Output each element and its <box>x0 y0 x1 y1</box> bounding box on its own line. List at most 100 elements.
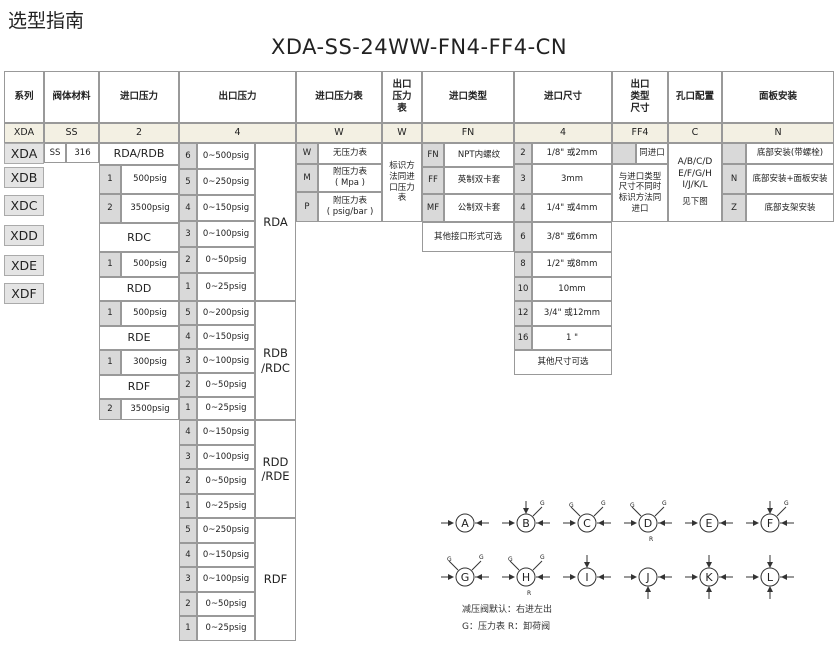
inlet-gauge-value: 附压力表 ( Mpa ) <box>318 164 382 192</box>
outlet-value: 0~500psig <box>197 143 255 169</box>
outlet-code: 4 <box>179 543 197 567</box>
outlet-code: 2 <box>179 373 197 397</box>
inlet-size-value: 3mm <box>532 164 612 194</box>
panel-mount-value: 底部支架安装 <box>746 194 834 222</box>
panel-mount-value: 底部安装(带螺栓) <box>746 143 834 164</box>
outlet-value: 0~150psig <box>197 420 255 445</box>
inlet-size-value: 1/4" 或4mm <box>532 194 612 222</box>
svg-text:G: G <box>662 500 667 507</box>
outlet-code: 2 <box>179 469 197 494</box>
code-outlet-type: FF4 <box>612 123 668 143</box>
model-code: XDA-SS-24WW-FN4-FF4-CN <box>270 35 568 59</box>
outlet-group-rdf: RDF <box>255 518 296 641</box>
series-item-xdf: XDF <box>4 283 44 304</box>
header-panel-mount: 面板安装 <box>722 71 834 123</box>
outlet-code: 2 <box>179 247 197 273</box>
port-symbol-l: L <box>746 555 794 599</box>
header-outlet-type-line-1: 出口 <box>630 79 650 91</box>
inlet-size-code: 6 <box>514 222 532 252</box>
outlet-value: 0~100psig <box>197 567 255 592</box>
outlet-code: 1 <box>179 494 197 518</box>
inlet-size-code: 10 <box>514 277 532 301</box>
outlet-value: 0~200psig <box>197 301 255 325</box>
panel-mount-code: Z <box>722 194 746 222</box>
inlet-size-code: 2 <box>514 143 532 164</box>
body-material-value: 316 <box>66 143 99 163</box>
svg-text:R: R <box>649 536 653 543</box>
outlet-group-rdd-line-1: RDD <box>262 454 289 469</box>
inlet-type-code: FN <box>422 143 444 167</box>
code-inlet-type: FN <box>422 123 514 143</box>
header-inlet-gauge: 进口压力表 <box>296 71 382 123</box>
port-letter-h: H <box>522 571 530 584</box>
outlet-group-rda: RDA <box>255 143 296 301</box>
inlet-code: 1 <box>99 165 121 194</box>
code-inlet-pressure: 2 <box>99 123 179 143</box>
inlet-code: 2 <box>99 194 121 223</box>
inlet-gauge-code: M <box>296 164 318 192</box>
inlet-group-rde: RDE <box>99 326 179 350</box>
port-letter-a: A <box>461 517 469 530</box>
svg-text:R: R <box>527 590 531 597</box>
series-item-xdb: XDB <box>4 167 44 188</box>
port-letter-i: I <box>585 571 588 584</box>
port-symbol-j: J <box>624 567 672 599</box>
outlet-code: 1 <box>179 397 197 420</box>
inlet-code: 1 <box>99 350 121 375</box>
outlet-value: 0~100psig <box>197 349 255 373</box>
outlet-type-swatch <box>612 143 636 164</box>
outlet-value: 0~25psig <box>197 616 255 641</box>
header-outlet-gauge-line-3: 表 <box>397 102 407 114</box>
panel-mount-code: N <box>722 164 746 194</box>
port-symbol-b: BG <box>502 500 550 533</box>
outlet-group-rdd: RDD /RDE <box>255 420 296 518</box>
inlet-type-code: FF <box>422 167 444 194</box>
outlet-code: 1 <box>179 616 197 641</box>
header-body-material: 阀体材料 <box>44 71 99 123</box>
inlet-size-code: 12 <box>514 301 532 326</box>
port-symbol-i: I <box>563 555 611 587</box>
outlet-type-note: 与进口类型 尺寸不同时 标识方法同 进口 <box>612 164 668 222</box>
header-outlet-type-size: 出口 类型 尺寸 <box>612 71 668 123</box>
port-letter-b: B <box>522 517 530 530</box>
svg-text:G: G <box>630 502 635 509</box>
series-item-xdd: XDD <box>4 225 44 246</box>
diagram-note-default-flow: 减压阀默认：右进左出 <box>462 605 553 615</box>
port-config-options: A/B/C/D E/F/G/H I/J/K/L <box>677 157 713 190</box>
header-outlet-type-line-2: 类型 <box>630 91 650 103</box>
inlet-group-rdd: RDD <box>99 277 179 301</box>
inlet-value: 500psig <box>121 301 179 326</box>
inlet-size-value: 1/2" 或8mm <box>532 252 612 277</box>
port-symbol-k: K <box>685 555 733 599</box>
outlet-gauge-note: 标识方 法同进 口压力 表 <box>382 143 422 222</box>
outlet-value: 0~50psig <box>197 469 255 494</box>
inlet-value: 500psig <box>121 165 179 194</box>
inlet-size-code: 8 <box>514 252 532 277</box>
svg-text:G: G <box>569 502 574 509</box>
inlet-size-code: 4 <box>514 194 532 222</box>
outlet-code: 4 <box>179 420 197 445</box>
outlet-value: 0~150psig <box>197 325 255 349</box>
inlet-size-value: 3/4" 或12mm <box>532 301 612 326</box>
inlet-size-value: 1 " <box>532 326 612 350</box>
code-series: XDA <box>4 123 44 143</box>
outlet-group-rdb-line-2: /RDC <box>261 360 290 375</box>
inlet-gauge-code: P <box>296 192 318 222</box>
inlet-value: 300psig <box>121 350 179 375</box>
panel-mount-code <box>722 143 746 164</box>
svg-text:G: G <box>447 556 452 563</box>
code-outlet-gauge: W <box>382 123 422 143</box>
port-symbol-e: E <box>685 513 733 533</box>
port-letter-l: L <box>767 571 774 584</box>
port-letter-k: K <box>705 571 713 584</box>
inlet-gauge-value: 附压力表 ( psig/bar ) <box>318 192 382 222</box>
svg-text:G: G <box>508 556 513 563</box>
inlet-size-value: 1/8" 或2mm <box>532 143 612 164</box>
series-item-xde: XDE <box>4 255 44 276</box>
inlet-code: 1 <box>99 252 121 277</box>
inlet-group-rda-rdb: RDA/RDB <box>99 143 179 165</box>
outlet-code: 4 <box>179 195 197 221</box>
outlet-value: 0~25psig <box>197 494 255 518</box>
code-outlet-pressure: 4 <box>179 123 296 143</box>
